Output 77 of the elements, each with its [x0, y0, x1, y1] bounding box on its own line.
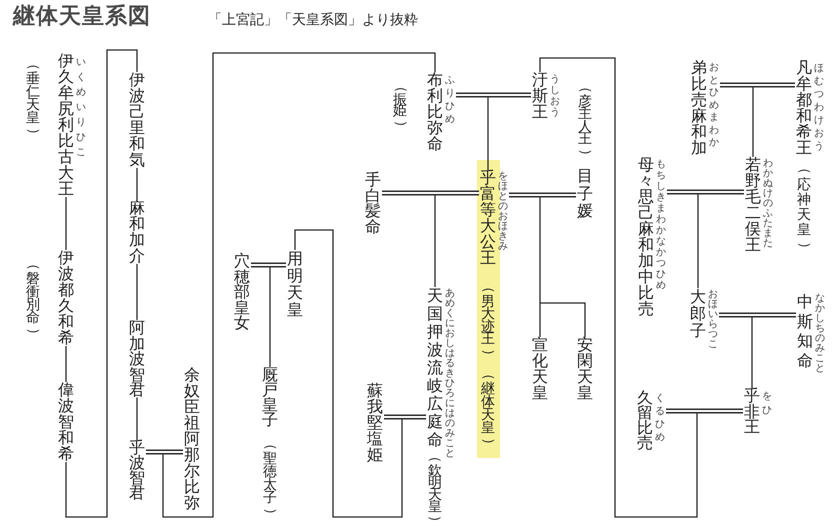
name-reading: ほむつわけおう	[814, 62, 824, 153]
person-name: 乎波智君	[129, 440, 145, 500]
person-name: 安閑天皇	[577, 337, 593, 401]
person-name: 伊波都久和希	[58, 250, 74, 346]
descent-line	[250, 266, 287, 368]
alias-name: （応神天皇）	[797, 160, 811, 256]
name-reading: いくめいりひこ	[76, 56, 86, 160]
marriage-line	[509, 192, 576, 198]
person-name: 布利比弥命	[427, 72, 443, 152]
name-reading: をひ	[762, 390, 772, 418]
person-name: 余奴臣祖阿那尔比弥	[184, 367, 200, 511]
person-name: 天国押波流岐広庭命	[427, 287, 443, 449]
descent-line	[136, 168, 138, 200]
name-reading: おとひめまわか	[709, 62, 719, 150]
person-name: 厩戸皇子	[262, 367, 278, 427]
person-name: 母々思己麻和加中比売	[638, 157, 654, 317]
marriage-line	[719, 312, 796, 318]
marriage-line	[667, 190, 744, 194]
name-reading: なかしちのみこと	[815, 294, 825, 374]
source-note: 「上宮記」「天皇系図」より抜粋	[208, 11, 418, 29]
person-name: 麻和加介	[129, 200, 145, 264]
marriage-line	[384, 414, 426, 420]
person-name: 乎非王	[744, 388, 760, 434]
alias-name: （男大迹王）	[481, 280, 495, 361]
alias-name: （彦主人王）	[578, 80, 592, 161]
descent-line	[145, 52, 436, 518]
marriage-line	[146, 450, 183, 454]
alias-name: （欽明天皇）	[428, 450, 442, 528]
descent-line	[136, 264, 138, 320]
person-name: 伊波己里和気	[129, 72, 145, 168]
person-name: 汙斯王	[532, 72, 548, 120]
person-name: 用明天皇	[287, 250, 303, 318]
name-reading: おほいらつこ	[708, 290, 718, 350]
name-reading: をほとのおほきみ	[498, 172, 508, 252]
descent-line	[65, 49, 138, 518]
person-name: 乎富等大公王	[480, 170, 496, 266]
marriage-line	[456, 92, 531, 98]
person-name: 久留比売	[637, 390, 653, 450]
descent-line	[65, 346, 67, 382]
chart-title: 継体天皇系図	[13, 4, 151, 30]
name-reading: わかぬけのふたまた	[763, 159, 773, 249]
person-name: 穴穂部皇女	[234, 253, 250, 330]
name-reading: もちしきまわかなかつひめ	[656, 159, 666, 291]
descent-line	[455, 96, 532, 171]
marriage-line	[382, 190, 479, 196]
descent-line	[136, 398, 138, 440]
name-reading: ふりひめ	[445, 74, 455, 126]
descent-line	[294, 229, 427, 518]
name-reading: くるひめ	[655, 392, 665, 444]
marriage-line	[666, 408, 743, 414]
alias-name: （聖徳太子）	[263, 437, 277, 521]
alias-name: （垂仁天皇）	[26, 57, 40, 141]
person-name: 偉波智和希	[58, 382, 74, 462]
alias-name: （振姫）	[393, 80, 407, 132]
person-name: 中斯知命	[797, 292, 813, 370]
person-name: 蘇我堅塩姫	[367, 383, 383, 463]
name-reading: うしおう	[550, 74, 560, 118]
person-name: 伊久牟尻利比古大王	[58, 53, 74, 197]
alias-name: （磐衝別命）	[26, 257, 40, 341]
person-name: 手白髪命	[365, 172, 381, 234]
descent-line	[539, 57, 744, 518]
descent-line	[508, 196, 586, 338]
person-name: 阿加波智君	[129, 320, 145, 398]
marriage-line	[720, 82, 795, 88]
person-name: 大郎子	[690, 288, 706, 339]
descent-line	[65, 197, 67, 250]
alias-name: （継体天皇）	[481, 367, 495, 451]
name-reading: あめくにおしはるきひろにはのみこと	[445, 289, 455, 459]
descent-line	[666, 193, 745, 289]
person-name: 目子媛	[577, 167, 593, 220]
person-name: 若野毛二俣王	[745, 157, 761, 253]
descent-line	[719, 86, 796, 158]
person-name: 凡牟都和希王	[796, 60, 812, 156]
marriage-line	[251, 262, 286, 268]
person-name: 宣化天皇	[532, 337, 548, 401]
descent-line	[718, 316, 797, 389]
person-name: 弟比売麻和加	[691, 60, 707, 156]
